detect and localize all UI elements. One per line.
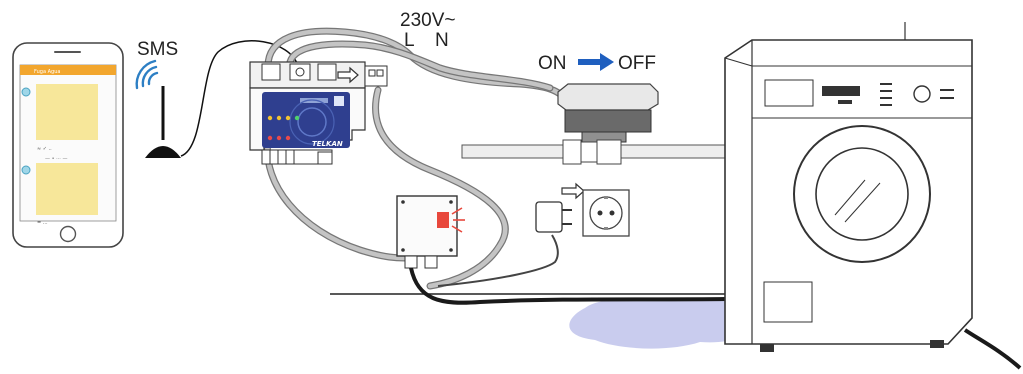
status-led: [276, 115, 282, 121]
avatar: [21, 87, 31, 97]
wall-socket-icon: [582, 189, 630, 237]
terminal-block: [289, 63, 311, 81]
water-puddle: [569, 297, 749, 349]
sensor-cable: [263, 86, 509, 290]
voltage-label: 230V~: [400, 10, 455, 31]
antenna-icon: [145, 40, 299, 158]
app-title: Fuga Agua: [34, 69, 60, 75]
arrow-right-icon: [561, 182, 585, 200]
message-meta: ≈ ✓ ..: [37, 146, 52, 152]
neutral-label: N: [435, 30, 449, 51]
status-led: [276, 135, 282, 141]
status-led: [267, 115, 273, 121]
power-adapter-cable: [437, 234, 559, 287]
off-label: OFF: [618, 53, 656, 74]
smartphone: Fuga Agua ≈ ✓ .. — • ··· — = ...: [12, 42, 124, 248]
app-header-bar: [20, 65, 116, 75]
arrow-right-icon: [337, 66, 359, 84]
date-divider: — • ··· —: [45, 156, 68, 162]
terminal-block: [317, 63, 337, 81]
alarm-box: [396, 195, 465, 269]
signal-waves-icon: [135, 59, 159, 90]
controller-brand: TELKAN: [312, 140, 343, 148]
status-led: [285, 135, 291, 141]
message-bubble: [36, 84, 98, 140]
controller-panel: [262, 92, 350, 148]
probe-cable: [409, 267, 727, 305]
message-meta: = ...: [37, 220, 48, 226]
plug-icon: [535, 201, 572, 233]
controller-unit: TELKAN: [249, 61, 388, 165]
status-led: [294, 115, 300, 121]
live-label: L: [404, 30, 415, 51]
on-label: ON: [538, 53, 567, 74]
probe-cable: [963, 328, 1022, 370]
filter-hatch: [763, 281, 813, 323]
arrow-right-icon: [578, 53, 614, 71]
antenna-cable: [180, 40, 299, 157]
status-led: [267, 135, 273, 141]
status-led: [285, 115, 291, 121]
mains-cable: [264, 27, 569, 104]
motorized-valve: [557, 83, 659, 165]
siren-icon: [437, 207, 465, 233]
message-bubble: [36, 163, 98, 215]
program-knob: [913, 85, 931, 103]
door-glass: [815, 147, 909, 241]
connector-plug: [364, 65, 388, 87]
avatar: [21, 165, 31, 175]
display-panel: [822, 86, 860, 96]
detergent-drawer: [764, 79, 814, 107]
terminal-block: [261, 63, 281, 81]
sms-label: SMS: [137, 39, 178, 60]
washing-machine: [724, 22, 973, 352]
